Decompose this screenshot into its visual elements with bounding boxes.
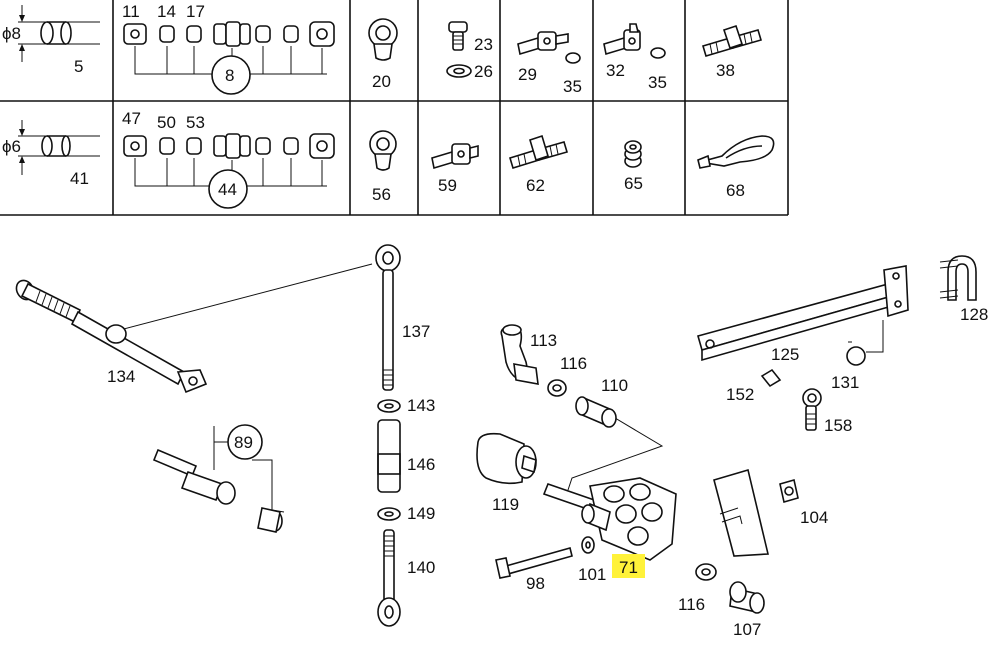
part-label-101: 101 — [578, 565, 606, 584]
part-label-41: 41 — [70, 169, 89, 188]
part-label-71: 71 — [619, 558, 638, 577]
part-label-116b: 116 — [678, 595, 705, 614]
part-label-143: 143 — [407, 396, 435, 415]
part-label-44: 44 — [218, 180, 237, 199]
part-label-23: 23 — [474, 35, 493, 54]
link-rod-assembly: 137 143 146 149 140 — [375, 244, 435, 627]
fitting-set-8-cell: 11 14 17 8 — [122, 2, 335, 95]
part-label-17: 17 — [186, 2, 205, 21]
part-label-158: 158 — [824, 416, 852, 435]
part-label-32: 32 — [606, 61, 625, 80]
part-label-62: 62 — [526, 176, 545, 195]
part-label-68: 68 — [726, 181, 745, 200]
part-label-47: 47 — [122, 109, 141, 128]
banjo-20-cell: 20 — [368, 18, 398, 91]
part-label-56: 56 — [372, 185, 391, 204]
part-label-113: 113 — [530, 331, 557, 350]
part-label-38: 38 — [716, 61, 735, 80]
part-label-59: 59 — [438, 176, 457, 195]
part-label-53: 53 — [186, 113, 205, 132]
tee-38-cell: 38 — [702, 24, 762, 80]
parts-table — [0, 0, 789, 216]
part-label-128: 128 — [960, 305, 988, 324]
part-label-137: 137 — [402, 322, 430, 341]
part-label-152: 152 — [726, 385, 754, 404]
part-label-110: 110 — [601, 376, 628, 395]
part-label-26: 26 — [474, 62, 493, 81]
part-label-140: 140 — [407, 558, 435, 577]
pipe-phi8-cell: ϕ8 5 — [2, 5, 100, 76]
part-label-29: 29 — [518, 65, 537, 84]
dim-phi8: ϕ8 — [2, 24, 21, 43]
part-label-125: 125 — [771, 345, 799, 364]
linkage-rod-134: 134 — [15, 263, 373, 394]
part-label-20: 20 — [372, 72, 391, 91]
part-label-116a: 116 — [560, 354, 587, 373]
lever-89: 89 — [152, 424, 285, 533]
grommet-65-cell: 65 — [624, 140, 643, 193]
clip-68-cell: 68 — [697, 135, 775, 200]
valve-block-71: 113 116 110 119 98 101 71 116 107 104 — [476, 324, 828, 639]
part-label-14: 14 — [157, 2, 176, 21]
part-label-89: 89 — [234, 433, 253, 452]
part-label-119: 119 — [492, 495, 519, 514]
part-label-11: 11 — [122, 2, 140, 21]
bracket-assembly-125: 125 128 131 152 158 — [697, 255, 988, 435]
connector-29-cell: 29 35 — [517, 31, 582, 96]
part-label-5: 5 — [74, 57, 83, 76]
pipe-phi6-cell: ϕ6 41 — [2, 120, 100, 188]
part-label-35a: 35 — [563, 77, 582, 96]
part-label-146: 146 — [407, 455, 435, 474]
part-label-149: 149 — [407, 504, 435, 523]
part-label-98: 98 — [526, 574, 545, 593]
fitting-set-44-cell: 47 50 53 44 — [122, 109, 335, 209]
part-label-50: 50 — [157, 113, 176, 132]
connector-32-cell: 32 35 — [603, 23, 667, 92]
dim-phi6: ϕ6 — [2, 137, 21, 156]
part-label-65: 65 — [624, 174, 643, 193]
part-label-107: 107 — [733, 620, 761, 639]
part-label-104: 104 — [800, 508, 828, 527]
highlight-71 — [612, 554, 645, 578]
part-label-35b: 35 — [648, 73, 667, 92]
part-label-8: 8 — [225, 66, 234, 85]
tee-62-cell: 62 — [509, 134, 568, 195]
part-label-131: 131 — [831, 373, 859, 392]
connector-59-cell: 59 — [431, 143, 479, 195]
part-label-134: 134 — [107, 367, 135, 386]
bolt-washer-cell: 23 26 — [446, 21, 493, 81]
banjo-56-cell: 56 — [369, 130, 397, 204]
